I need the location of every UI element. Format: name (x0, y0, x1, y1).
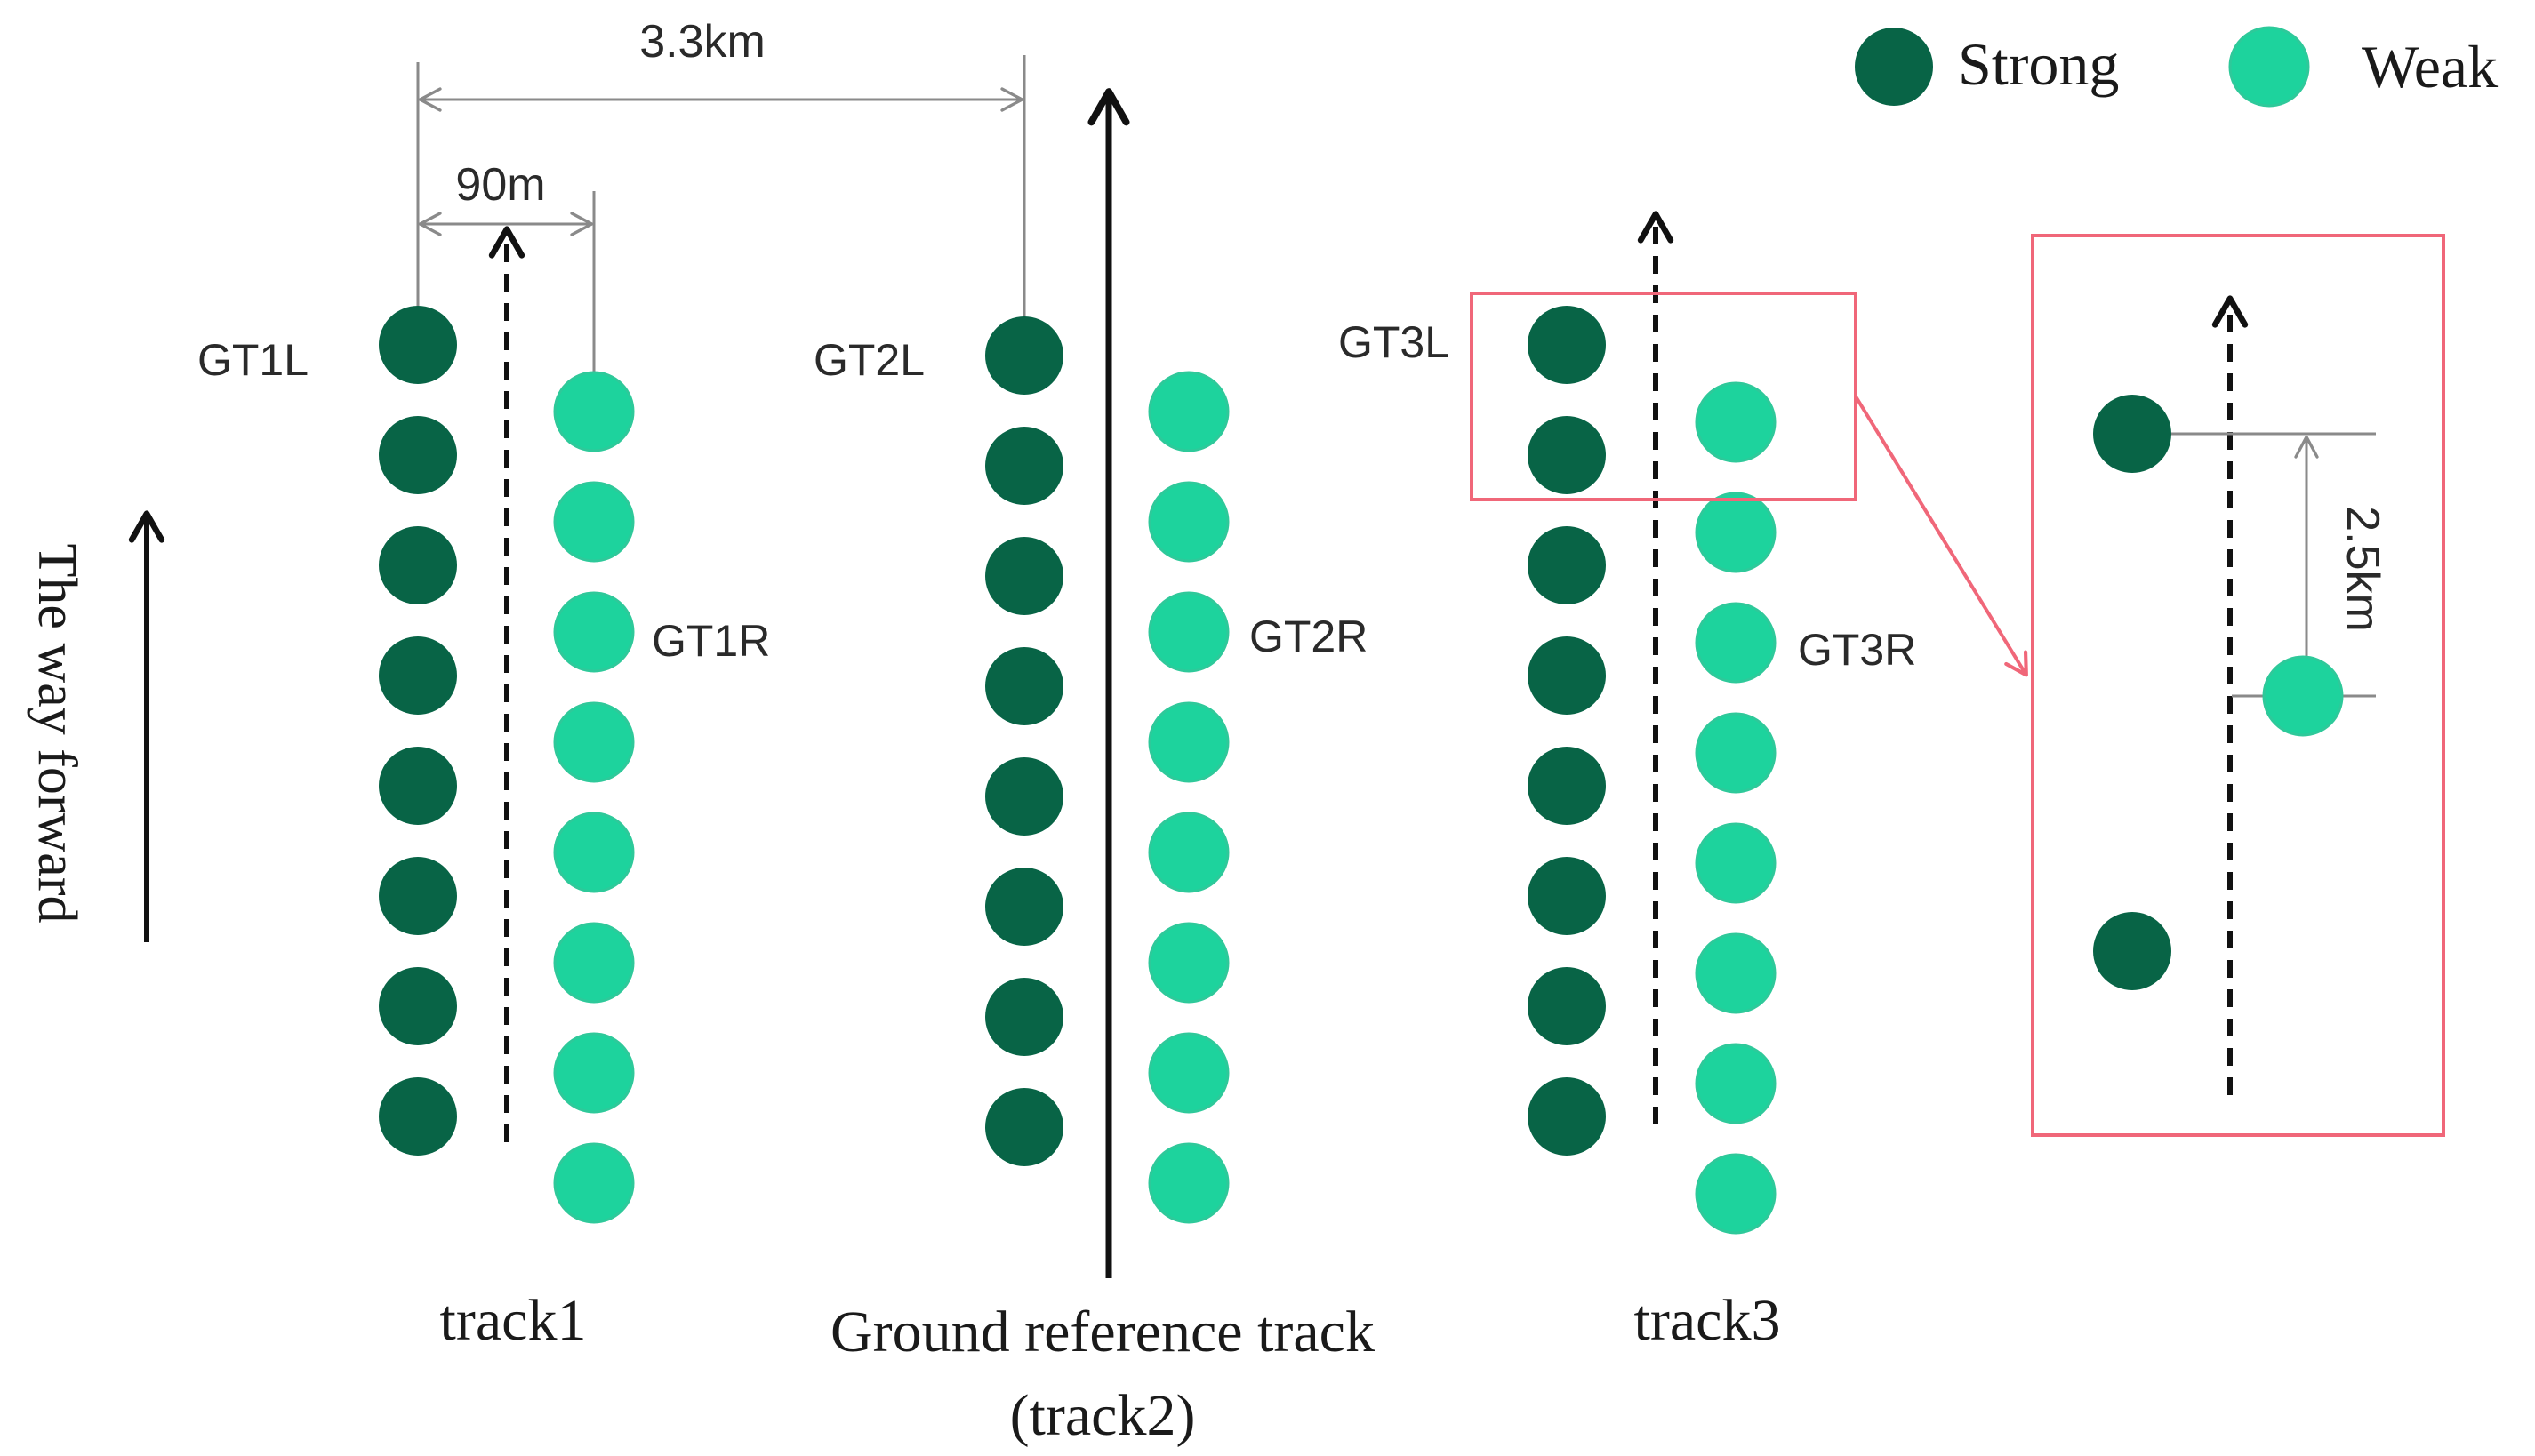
footprint-spots (379, 306, 1777, 1235)
weak-spot (1148, 812, 1230, 893)
strong-spot (379, 857, 457, 935)
legend: Strong Weak (1855, 26, 2498, 108)
weak-spot (1148, 371, 1230, 452)
strong-spot (1528, 747, 1606, 825)
strong-spot (379, 306, 457, 384)
strong-spot (379, 526, 457, 604)
weak-spot (1695, 822, 1777, 904)
beam-label-gt3l: GT3L (1338, 317, 1449, 367)
strong-spot (985, 316, 1063, 395)
track2-sublabel: (track2) (1010, 1383, 1196, 1448)
weak-spot (1148, 1142, 1230, 1224)
strong-spot (379, 967, 457, 1045)
strong-spot (379, 1077, 457, 1156)
strong-spot (985, 757, 1063, 836)
zoom-inset-frame (2031, 234, 2445, 1137)
strong-spot (985, 647, 1063, 725)
along-track-offset-label: 2.5km (2337, 506, 2388, 632)
inset-weak-spot (2262, 655, 2344, 737)
track2-label: Ground reference track (830, 1300, 1375, 1364)
legend-strong-label: Strong (1958, 30, 2119, 98)
legend-weak-label: Weak (2362, 33, 2498, 100)
weak-spot (1148, 1032, 1230, 1114)
beam-label-gt1l: GT1L (197, 335, 309, 385)
direction-label: The way forward (27, 544, 87, 924)
zoom-inset: 2.5km (2031, 234, 2445, 1137)
weak-spot (1148, 591, 1230, 673)
strong-spot (379, 416, 457, 494)
weak-spot (553, 1032, 635, 1114)
strong-spot (1528, 306, 1606, 384)
inset-strong-spot (2093, 395, 2171, 473)
dimension-90m: 90m (418, 159, 596, 396)
highlight-box (1470, 292, 1857, 501)
track3-label: track3 (1634, 1288, 1781, 1353)
direction-indicator: The way forward (27, 510, 165, 942)
weak-spot (553, 591, 635, 673)
strong-spot (1528, 967, 1606, 1045)
strong-spot (1528, 416, 1606, 494)
weak-spot (1148, 922, 1230, 1004)
strong-spot (1528, 1077, 1606, 1156)
strong-spot (985, 1088, 1063, 1166)
weak-spot (553, 1142, 635, 1224)
weak-spot (1695, 602, 1777, 684)
weak-spot (553, 371, 635, 452)
strong-spot (985, 978, 1063, 1056)
legend-weak-swatch (2228, 26, 2310, 108)
strong-spot (379, 636, 457, 715)
beam-label-gt3r: GT3R (1798, 625, 1916, 675)
weak-spot (1695, 381, 1777, 463)
beam-label-gt2r: GT2R (1249, 612, 1368, 661)
strong-spot (985, 868, 1063, 946)
dimension-3-3km: 3.3km (416, 16, 1026, 348)
weak-spot (553, 481, 635, 563)
weak-spot (1695, 932, 1777, 1014)
pair-spacing-label: 90m (455, 159, 545, 211)
weak-spot (553, 922, 635, 1004)
strong-spot (1528, 636, 1606, 715)
beam-label-gt1r: GT1R (652, 616, 770, 666)
beam-label-gt2l: GT2L (814, 335, 925, 385)
strong-spot (379, 747, 457, 825)
strong-spot (1528, 857, 1606, 935)
track1-label: track1 (440, 1288, 587, 1353)
cross-track-spacing-label: 3.3km (639, 16, 766, 68)
weak-spot (1695, 712, 1777, 794)
legend-strong-swatch (1855, 28, 1933, 106)
weak-spot (1148, 701, 1230, 783)
weak-spot (1148, 481, 1230, 563)
inset-strong-spot (2093, 912, 2171, 990)
strong-spot (985, 427, 1063, 505)
zoom-connector-arrow (1854, 395, 2028, 677)
weak-spot (1695, 492, 1777, 573)
strong-spot (1528, 526, 1606, 604)
strong-spot (985, 537, 1063, 615)
weak-spot (553, 701, 635, 783)
weak-spot (1695, 1043, 1777, 1124)
weak-spot (1695, 1153, 1777, 1235)
weak-spot (553, 812, 635, 893)
